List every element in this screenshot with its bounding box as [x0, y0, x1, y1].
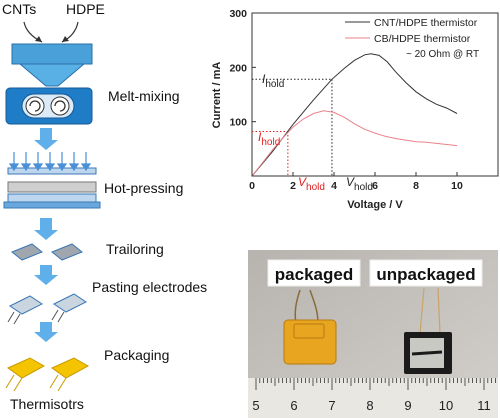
- iv-chart: 0 2 4 6 8 10 100 200 300 CNT/HDPE thermistor CB/…: [211, 8, 499, 211]
- series-line-cb: [251, 110, 458, 177]
- x-tick-label: 10: [451, 180, 463, 192]
- process-flow-graphic: [3, 21, 101, 392]
- v-hold-label-cb: Vhold: [298, 175, 325, 193]
- ruler-number: 9: [404, 398, 411, 413]
- legend-label-cnt: CNT/HDPE thermistor: [374, 17, 478, 29]
- y-tick-label: 200: [229, 62, 247, 74]
- mixer-rotor-right: [50, 96, 70, 116]
- hot-press: [3, 167, 101, 209]
- mixer-rotor-left: [25, 96, 45, 116]
- ruler-number: 8: [366, 398, 373, 413]
- chips-with-electrodes: [7, 293, 87, 325]
- sample-photo: packaged unpackaged 5 6 7 8 9 10 11: [248, 250, 498, 418]
- ruler-number: 6: [290, 398, 297, 413]
- x-tick-label: 4: [331, 180, 337, 192]
- i-hold-label-cb: Ihold: [258, 130, 280, 148]
- packaged-tag: [267, 259, 361, 287]
- packaged-tag-text: packaged: [275, 265, 353, 284]
- extruder-hopper: [11, 43, 93, 65]
- input-label-cnts: CNTs: [2, 1, 37, 17]
- ruler-ticks: 5 6 7 8 9 10 11: [252, 378, 496, 413]
- chart-legend: CNT/HDPE thermistor CB/HDPE thermistor ~…: [345, 17, 479, 60]
- ruler-number: 7: [328, 398, 335, 413]
- series-line-cnt: [251, 53, 458, 177]
- step-melt-mixing: Melt-mixing: [108, 88, 180, 104]
- tailored-chips: [11, 243, 83, 261]
- output-label-thermistors: Thermisotrs: [10, 396, 84, 412]
- ruler-number: 10: [439, 398, 453, 413]
- flow-arrows: [34, 128, 58, 342]
- i-hold-label-cnt: Ihold: [262, 72, 284, 90]
- packaged-thermistors: [5, 357, 90, 392]
- x-tick-label: 0: [249, 180, 255, 192]
- axis-ticks: 0 2 4 6 8 10 100 200 300: [229, 8, 463, 192]
- y-tick-label: 300: [229, 8, 247, 20]
- ruler: [248, 378, 498, 418]
- y-axis-title: Current / mA: [211, 62, 223, 129]
- hold-guides: [252, 78, 333, 176]
- step-trailoring: Trailoring: [106, 241, 164, 257]
- series-layer: [251, 53, 458, 177]
- x-tick-label: 2: [290, 180, 296, 192]
- step-packaging: Packaging: [104, 347, 170, 363]
- x-tick-label: 8: [413, 180, 419, 192]
- chart-annotation: ~ 20 Ohm @ RT: [406, 49, 479, 60]
- unpackaged-tag-text: unpackaged: [376, 265, 475, 284]
- unpackaged-tag: [369, 259, 483, 287]
- legend-label-cb: CB/HDPE thermistor: [374, 33, 471, 45]
- step-pasting-electrodes: Pasting electrodes: [92, 279, 208, 295]
- press-arrows: [8, 152, 92, 172]
- packaged-thermistor: [283, 319, 337, 365]
- step-hot-pressing: Hot-pressing: [104, 180, 184, 196]
- x-axis-title: Voltage / V: [347, 199, 403, 211]
- y-tick-label: 100: [229, 117, 247, 129]
- ruler-number: 5: [252, 398, 259, 413]
- input-label-hdpe: HDPE: [66, 1, 105, 17]
- ruler-number: 11: [477, 398, 491, 413]
- x-tick-label: 6: [372, 180, 378, 192]
- v-hold-label-cnt: Vhold: [346, 175, 373, 193]
